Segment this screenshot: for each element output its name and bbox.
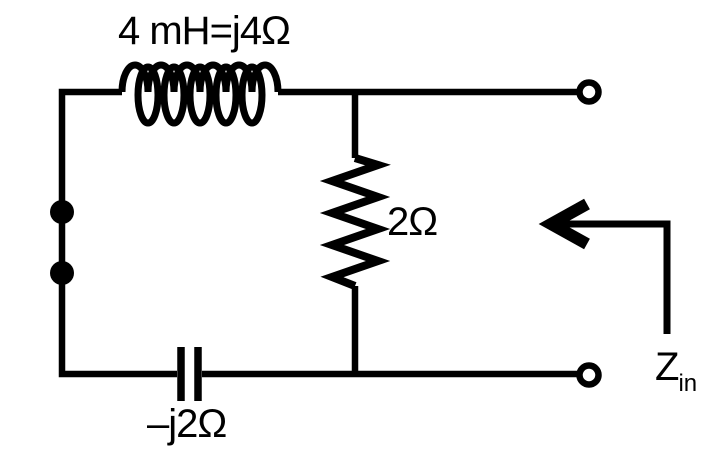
inductor-loop xyxy=(134,63,162,127)
zin-arrow-icon xyxy=(538,198,671,334)
inductor-loop xyxy=(238,63,266,127)
resistor-label: 2Ω xyxy=(387,200,438,244)
resistor-zigzag xyxy=(319,154,391,290)
terminal-top xyxy=(576,79,602,105)
node-dots xyxy=(50,200,74,285)
resistor-icon xyxy=(319,154,391,290)
inductor-icon xyxy=(118,61,282,127)
left-loop-wire xyxy=(58,88,177,378)
inductor-loop xyxy=(212,63,240,127)
input-impedance-subscript: in xyxy=(678,370,698,397)
wires xyxy=(58,88,580,378)
inductor-label: 4 mH=j4Ω xyxy=(118,9,291,53)
terminals xyxy=(576,79,602,388)
inductor-loop xyxy=(160,63,188,127)
terminal-bottom xyxy=(576,362,602,388)
capacitor-label: –j2Ω xyxy=(147,402,227,446)
zin-arrow-shaft xyxy=(555,220,671,334)
capacitor-icon xyxy=(177,347,202,401)
inductor-loop xyxy=(186,63,214,127)
zin-arrowhead xyxy=(538,198,590,250)
node-dot-lower xyxy=(50,261,74,285)
node-dot-upper xyxy=(50,200,74,224)
input-impedance-label: Zin xyxy=(655,347,697,396)
inductor-humps xyxy=(118,61,282,93)
input-impedance-symbol: Z xyxy=(655,345,679,389)
